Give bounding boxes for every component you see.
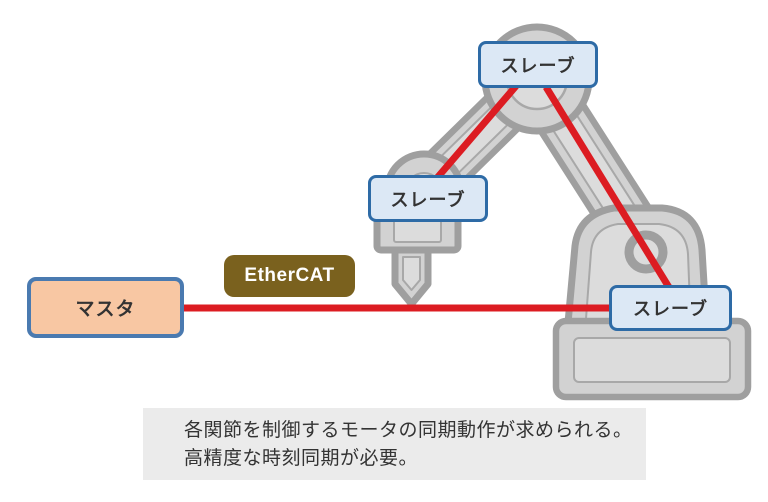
master-node-label: マスタ [75,299,136,320]
link-slave-top-to-slave-middle [434,83,519,181]
master-node: マスタ [27,277,184,338]
robot-end-effector [373,206,462,308]
slave-node-top: スレーブ [478,41,598,88]
slave-node-bottom-label: スレーブ [633,299,708,319]
ethercat-links [181,83,673,312]
caption-box: 各関節を制御するモータの同期動作が求められる。 高精度な時刻同期が必要。 [143,408,646,480]
slave-node-top-label: スレーブ [500,55,576,76]
slave-node-middle-label: スレーブ [390,189,466,210]
slave-node-middle: スレーブ [368,175,488,222]
ethercat-protocol-badge: EtherCAT [224,255,355,297]
robot-shoulder-joint [624,230,668,274]
slave-node-bottom: スレーブ [609,285,732,331]
link-slave-top-to-slave-bottom [543,85,673,291]
caption-line-2: 高精度な時刻同期が必要。 [184,448,419,469]
robot-base [552,317,752,401]
caption-line-1: 各関節を制御するモータの同期動作が求められる。 [184,420,633,441]
ethercat-protocol-label: EtherCAT [244,265,335,286]
